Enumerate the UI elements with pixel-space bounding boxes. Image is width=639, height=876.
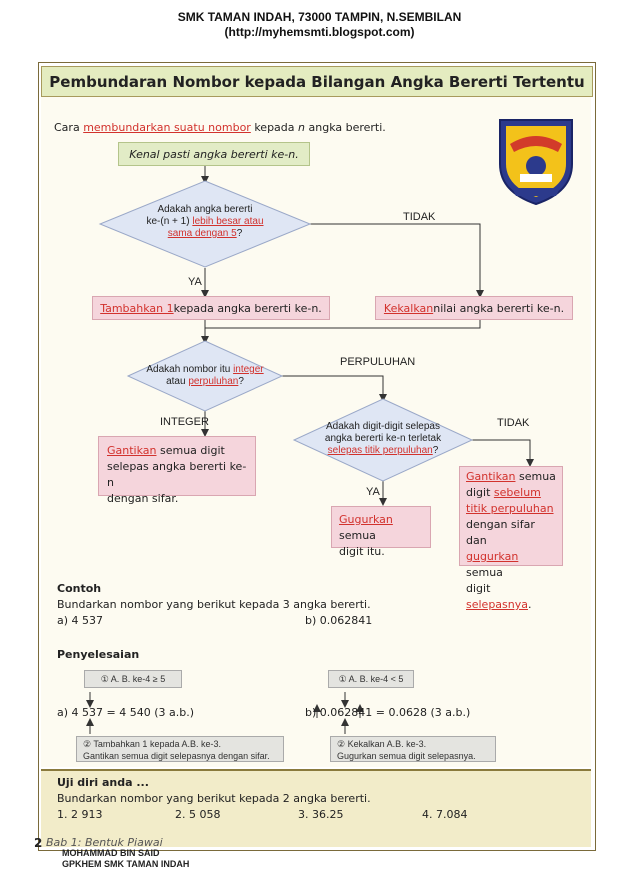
decision-3-line2: angka bererti ke-n terletak bbox=[324, 433, 442, 444]
note-b-bottom-line1: ② Kekalkan A.B. ke-3. bbox=[337, 739, 427, 749]
label-tidak-2: TIDAK bbox=[497, 417, 530, 429]
drop-line1: semua bbox=[339, 529, 376, 542]
right-line1b: semua bbox=[515, 470, 556, 483]
self-test-q3: 3. 36.25 bbox=[298, 808, 344, 821]
right-line2b: sebelum bbox=[493, 486, 541, 499]
right-line6b: selepasnya bbox=[466, 598, 528, 611]
self-test-q4: 4. 7.084 bbox=[422, 808, 468, 821]
self-test-panel bbox=[41, 769, 591, 847]
add-one-box: Tambahkan 1 kepada angka bererti ke-n. bbox=[92, 296, 330, 320]
right-line6c: . bbox=[528, 598, 532, 611]
keep-box: Kekalkan nilai angka bererti ke-n. bbox=[375, 296, 573, 320]
decision-2-line2c: ? bbox=[238, 376, 244, 387]
decision-1-line3a: sama dengan 5 bbox=[167, 228, 237, 239]
note-a-top: ① A. B. ke-4 ≥ 5 bbox=[84, 670, 182, 688]
decision-3-line1: Adakah digit-digit selepas bbox=[326, 421, 440, 432]
intro-suffix: angka bererti. bbox=[305, 121, 386, 134]
add-one-keyword: Tambahkan 1 bbox=[100, 301, 174, 315]
answer-a: a) 4 537 = 4 540 (3 a.b.) bbox=[57, 706, 195, 719]
keep-keyword: Kekalkan bbox=[383, 301, 434, 315]
label-ya-1: YA bbox=[188, 276, 202, 288]
contoh-heading: Contoh bbox=[57, 582, 102, 595]
right-line4: dengan sifar dan bbox=[466, 518, 535, 547]
self-test-q1: 1. 2 913 bbox=[57, 808, 103, 821]
contoh-instruction: Bundarkan nombor yang berikut kepada 3 a… bbox=[57, 598, 371, 611]
school-name: SMK TAMAN INDAH, 73000 TAMPIN, N.SEMBILA… bbox=[177, 10, 462, 24]
decision-2-line1a: Adakah nombor itu bbox=[146, 364, 234, 375]
right-line3: titik perpuluhan bbox=[466, 502, 554, 515]
decision-1-line3b: ? bbox=[236, 228, 243, 239]
note-b-top: ① A. B. ke-4 < 5 bbox=[328, 670, 414, 688]
self-test-instruction: Bundarkan nombor yang berikut kepada 2 a… bbox=[57, 792, 371, 805]
decision-2-line1b: integer bbox=[233, 364, 264, 375]
decision-1-line2a: ke-(n + 1) bbox=[146, 216, 193, 227]
label-integer: INTEGER bbox=[160, 416, 209, 428]
intro-line: Cara membundarkan suatu nombor kepada n … bbox=[54, 121, 386, 134]
decision-2-line2a: atau bbox=[166, 376, 189, 387]
right-line5a: gugurkan bbox=[466, 550, 519, 563]
chapter-label: Bab 1: Bentuk Piawai bbox=[46, 836, 163, 849]
decision-1-line2b: lebih besar atau bbox=[192, 216, 264, 227]
label-tidak-1: TIDAK bbox=[403, 211, 436, 223]
decision-3-line3b: ? bbox=[432, 445, 439, 456]
page-frame bbox=[38, 62, 596, 851]
author-name: MOHAMMAD BIN SAID bbox=[62, 848, 160, 858]
author-org: GPKHEM SMK TAMAN INDAH bbox=[62, 859, 190, 869]
decision-2-text: Adakah nombor itu integer atau perpuluha… bbox=[140, 364, 270, 388]
contoh-a: a) 4 537 bbox=[57, 614, 104, 627]
drop-keyword: Gugurkan bbox=[339, 513, 393, 526]
decision-1-text: Adakah angka bererti ke-(n + 1) lebih be… bbox=[130, 204, 280, 240]
replace-and-drop-box: Gantikan semua digit sebelum titik perpu… bbox=[459, 466, 563, 611]
start-step-box: Kenal pasti angka bererti ke-n. bbox=[118, 142, 310, 166]
integer-line3: dengan sifar. bbox=[107, 492, 179, 505]
label-ya-2: YA bbox=[366, 486, 380, 498]
right-line5b: semua bbox=[466, 566, 503, 579]
intro-mid: kepada bbox=[250, 121, 299, 134]
penyelesaian-heading: Penyelesaian bbox=[57, 648, 140, 661]
label-perpuluhan: PERPULUHAN bbox=[340, 356, 416, 368]
drop-digits-box: Gugurkan semua digit itu. bbox=[331, 506, 431, 558]
keep-text: nilai angka bererti ke-n. bbox=[433, 301, 565, 315]
decision-3-text: Adakah digit-digit selepas angka bererti… bbox=[313, 421, 453, 457]
right-line1a: Gantikan bbox=[466, 470, 516, 483]
page-number: 2 bbox=[34, 836, 43, 850]
school-url[interactable]: (http://myhemsmti.blogspot.com) bbox=[224, 25, 415, 39]
page-title: Pembundaran Nombor kepada Bilangan Angka… bbox=[41, 66, 593, 97]
right-line2a: digit bbox=[466, 486, 494, 499]
intro-var: n bbox=[298, 121, 305, 134]
integer-line2: selepas angka bererti ke-n bbox=[107, 460, 247, 489]
decision-1-line1: Adakah angka bererti bbox=[157, 204, 253, 215]
note-a-bottom-line2: Gantikan semua digit selepasnya dengan s… bbox=[83, 751, 270, 761]
decision-2-line2b: perpuluhan bbox=[188, 376, 239, 387]
contoh-b: b) 0.062841 bbox=[305, 614, 373, 627]
note-b-bottom: ② Kekalkan A.B. ke-3. Gugurkan semua dig… bbox=[330, 736, 496, 762]
drop-line2: digit itu. bbox=[339, 545, 385, 558]
note-b-bottom-line2: Gugurkan semua digit selepasnya. bbox=[337, 751, 476, 761]
note-a-bottom: ② Tambahkan 1 kepada A.B. ke-3. Gantikan… bbox=[76, 736, 284, 762]
integer-keyword: Gantikan bbox=[107, 444, 157, 457]
answer-b: b) 0.062841 = 0.0628 (3 a.b.) bbox=[305, 706, 471, 719]
decision-3-line3a: selepas titik perpuluhan bbox=[327, 445, 433, 456]
school-crest-icon bbox=[499, 119, 573, 206]
add-one-text: kepada angka bererti ke-n. bbox=[173, 301, 322, 315]
right-line6a: digit bbox=[466, 582, 491, 595]
self-test-heading: Uji diri anda ... bbox=[57, 776, 149, 789]
integer-rule-box: Gantikan semua digit selepas angka berer… bbox=[98, 436, 256, 505]
note-a-bottom-line1: ② Tambahkan 1 kepada A.B. ke-3. bbox=[83, 739, 221, 749]
integer-line1: semua digit bbox=[156, 444, 225, 457]
intro-keyword: membundarkan suatu nombor bbox=[83, 121, 251, 134]
intro-prefix: Cara bbox=[54, 121, 84, 134]
self-test-q2: 2. 5 058 bbox=[175, 808, 221, 821]
